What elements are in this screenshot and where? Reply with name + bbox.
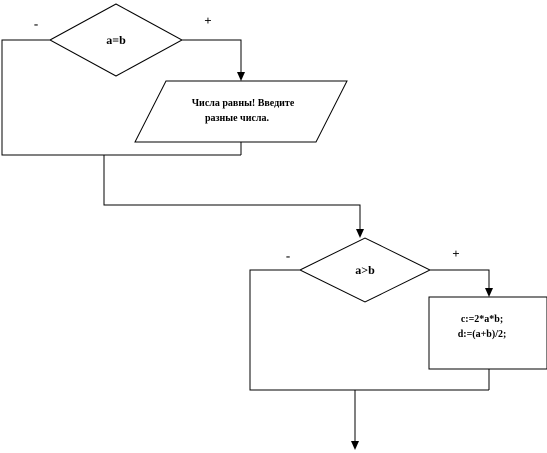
decision2-yes-arrowhead [485, 288, 493, 297]
decision2-no-label: - [286, 248, 290, 263]
decision1-yes-branch [182, 39, 242, 74]
decision2-no-branch [249, 269, 489, 391]
decision1-yes-label: + [204, 13, 211, 28]
decision1-no-branch [1, 39, 241, 156]
process-compute-c-d [428, 296, 547, 370]
decision2-yes-label: + [452, 246, 459, 261]
decision-a-equals-b-label: a=b [106, 33, 126, 47]
decision1-no-label: - [34, 16, 38, 31]
decision1-yes-arrowhead [237, 72, 245, 81]
output-numbers-equal-line1: Числа равны! Введите [192, 98, 295, 109]
merge-connector [103, 155, 361, 230]
process-compute-c-d-line2: d:=(a+b)/2; [458, 329, 507, 340]
merge-arrowhead [356, 229, 364, 238]
output-numbers-equal [134, 80, 348, 143]
process-compute-c-d-line1: c:=2*a*b; [461, 314, 503, 325]
decision-a-greater-b-label: a>b [355, 263, 375, 277]
exit-arrowhead [351, 441, 359, 450]
output-numbers-equal-line2: разные числа. [205, 113, 270, 124]
decision2-yes-branch [430, 269, 490, 289]
